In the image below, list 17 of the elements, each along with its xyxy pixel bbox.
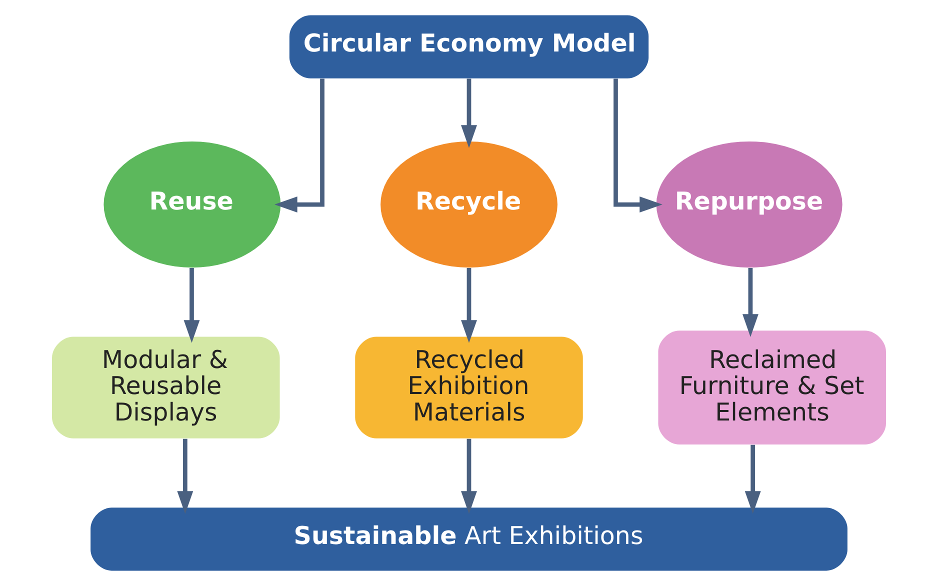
arrow (460, 268, 476, 343)
node-ellipse: Repurpose (656, 141, 842, 268)
node-box: Reclaimed Furniture & Set Elements (658, 330, 886, 445)
arrow (613, 78, 662, 213)
arrow (744, 444, 760, 514)
node-ellipse: Recycle (380, 141, 557, 268)
node-box: Sustainable Art Exhibitions (90, 508, 847, 571)
node-box: Modular & Reusable Displays (52, 336, 280, 438)
arrow (742, 268, 758, 337)
arrow (274, 78, 324, 213)
arrow (460, 438, 476, 514)
node-box: Circular Economy Model (288, 15, 648, 78)
arrow (183, 268, 200, 343)
arrow (176, 438, 193, 514)
arrow (460, 78, 476, 148)
node-box: Recycled Exhibition Materials (354, 336, 582, 438)
node-ellipse: Reuse (103, 141, 280, 268)
